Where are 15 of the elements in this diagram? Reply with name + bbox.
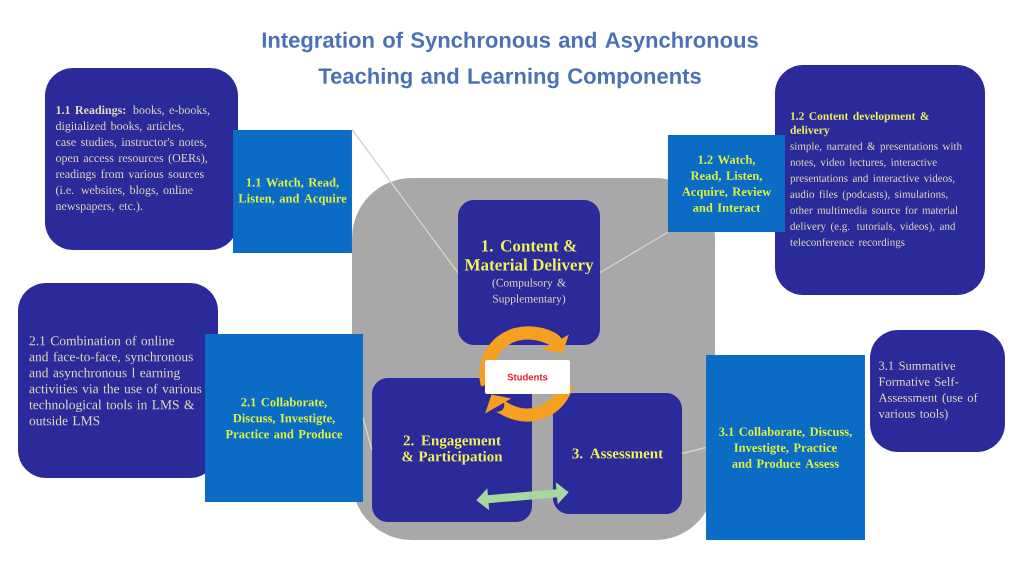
process-box: 3. Assessment <box>552 392 683 514</box>
description-box: 1.1 Readings: books, e-books, digitalized books, articles, case studies, instructor's notes, open access resources (OERs), readings from various sources (i.e. websites, blogs, online newspapers, etc.). <box>44 68 239 250</box>
activity-box: 3.1 Collaborate, Discuss, Investigte, Practice and Produce Assess <box>706 354 865 541</box>
activity-box: 2.1 Collaborate, Discuss, Investigte, Practice and Produce <box>205 334 363 502</box>
activity-box: 1.2 Watch, Read, Listen, Acquire, Review and Interact <box>667 134 786 233</box>
title: Integration of Synchronous and Asynchronous Teaching and Learning Components <box>262 31 758 89</box>
description-box: 2.1 Combination of online and face-to-face, synchronous and asynchronous l earning activities via the use of various technological tools in LMS & outside LMS <box>18 283 218 478</box>
description-box: 1.2 Content development & delivery simple, narrated & presentations with notes, video lectures, interactive presentations and interactive videos, audio files (podcasts), simulations, other multimedia source for material delivery (e.g. tutorials, videos), and teleconference recordings <box>775 65 985 295</box>
connector-line <box>351 129 459 274</box>
center-label-box: Students <box>484 360 571 394</box>
connector-line <box>681 446 707 455</box>
connector-line <box>599 231 669 274</box>
description-box: 3.1 Summative Formative Self-Assessment (use of various tools) <box>870 330 1005 452</box>
process-box: 1. Content & Material Delivery (Compulsory & Supplementary) <box>458 199 600 346</box>
activity-box: 1.1 Watch, Read, Listen, and Acquire <box>233 130 352 253</box>
